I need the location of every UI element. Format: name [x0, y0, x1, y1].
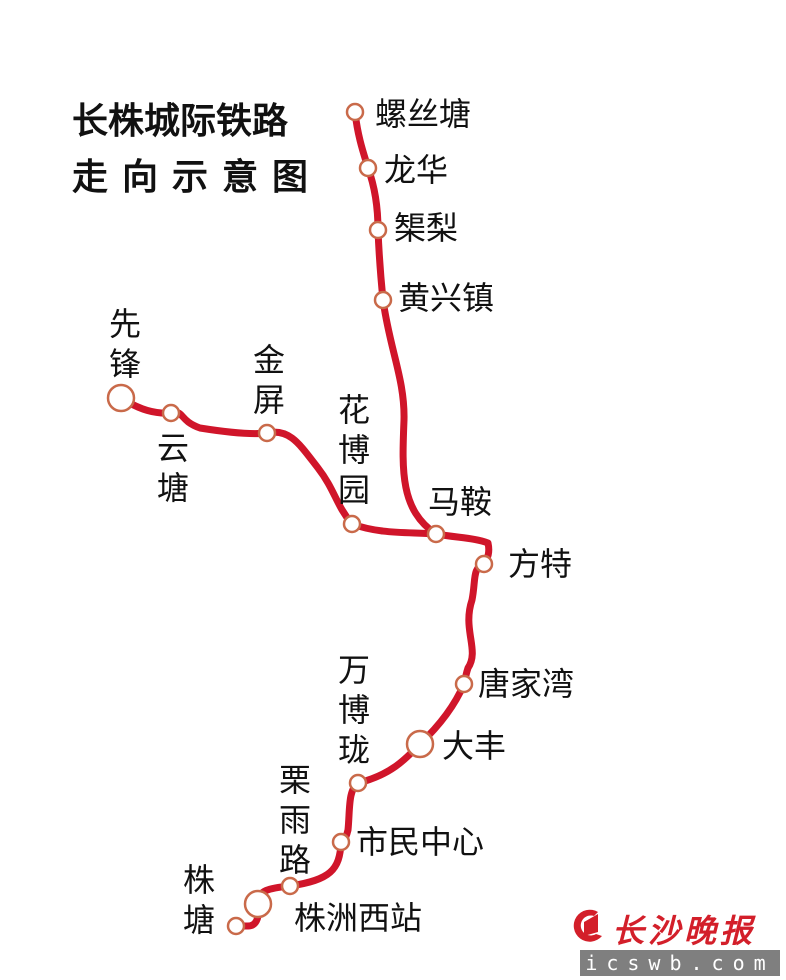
station-marker-jinping: [257, 423, 277, 443]
station-label-wanbolong: 万博珑: [337, 651, 370, 769]
station-label-jinping: 金屏: [252, 341, 285, 419]
station-label-zhutang: 株塘: [182, 861, 215, 939]
station-marker-shiminzhongxin: [331, 832, 351, 852]
station-marker-liyulu: [280, 876, 300, 896]
station-label-liyulu: 栗雨路: [278, 761, 311, 879]
newspaper-emblem-icon: [573, 909, 602, 942]
station-label-yuntang: 云塘: [156, 429, 189, 507]
station-marker-yuntang: [161, 403, 181, 423]
station-label-tangjiawan: 唐家湾: [478, 665, 575, 703]
station-marker-longhua: [358, 158, 378, 178]
station-label-zhuzhouxizhan: 株洲西站: [294, 899, 423, 937]
station-marker-dafeng: [405, 729, 435, 759]
station-marker-lili: [368, 220, 388, 240]
station-marker-xianfeng: [106, 383, 136, 413]
station-marker-maan: [426, 524, 446, 544]
station-label-maan: 马鞍: [428, 483, 493, 521]
map-title-line2: 走向示意图: [72, 157, 323, 198]
station-marker-zhutang: [226, 916, 246, 936]
map-title-line1: 长株城际铁路: [72, 101, 289, 142]
station-marker-wanbolong: [348, 773, 368, 793]
station-label-shiminzhongxin: 市民中心: [356, 823, 485, 861]
newspaper-name: 长沙晚报: [612, 912, 757, 950]
station-marker-huaboyuan: [342, 514, 362, 534]
station-label-fangte: 方特: [508, 545, 573, 583]
station-marker-zhuzhouxizhan: [243, 889, 273, 919]
station-marker-tangjiawan: [454, 674, 474, 694]
station-marker-huangxingzhen: [373, 290, 393, 310]
newspaper-logo: 长沙晚报 icswb.com: [568, 906, 780, 976]
station-label-lili: 榘梨: [394, 209, 459, 247]
newspaper-url: icswb.com: [580, 950, 780, 976]
station-label-huaboyuan: 花博园: [337, 391, 370, 509]
station-label-longhua: 龙华: [384, 151, 449, 189]
station-label-dafeng: 大丰: [442, 727, 507, 765]
station-label-huangxingzhen: 黄兴镇: [398, 279, 495, 317]
station-label-luositang: 螺丝塘: [375, 95, 472, 133]
station-label-xianfeng: 先锋: [108, 305, 141, 383]
station-marker-luositang: [345, 102, 365, 122]
station-marker-fangte: [474, 554, 494, 574]
